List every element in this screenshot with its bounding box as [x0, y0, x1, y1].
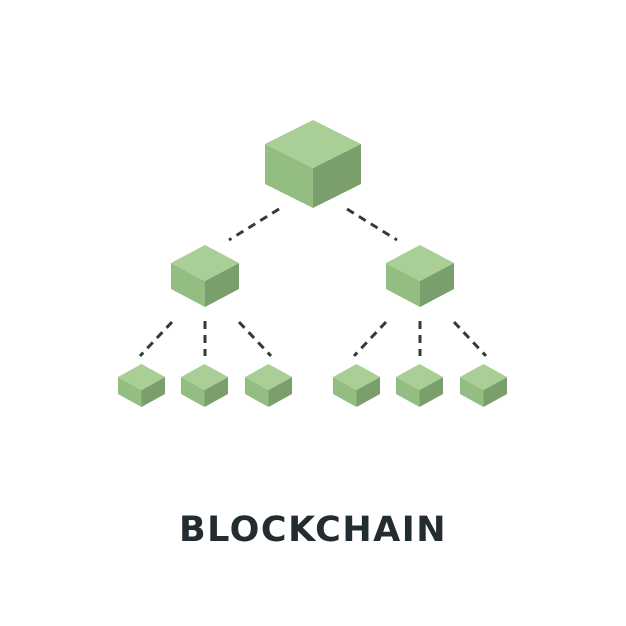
blockchain-title: BLOCKCHAIN [178, 510, 448, 550]
cube-front-face [171, 263, 205, 307]
cube-front-face [181, 377, 205, 407]
leaf-block-cube-1 [118, 364, 165, 407]
cube-top-face [245, 364, 292, 390]
cube-side-face [356, 377, 380, 407]
cube-side-face [205, 263, 239, 307]
cube-front-face [396, 377, 420, 407]
cube-side-face [268, 377, 292, 407]
cube-top-face [386, 245, 454, 281]
leaf-block-cube-6 [460, 364, 507, 407]
dashed-connector-6 [352, 320, 388, 358]
leaf-block-cube-5 [396, 364, 443, 407]
connector-lines [138, 207, 488, 358]
cube-side-face [313, 144, 361, 208]
cube-side-face [483, 377, 507, 407]
cube-side-face [204, 377, 228, 407]
cube-front-face [460, 377, 484, 407]
cube-top-face [396, 364, 443, 390]
cube-side-face [420, 263, 454, 307]
root-block-cube [265, 120, 361, 208]
cube-top-face [265, 120, 361, 168]
dashed-connector-8 [452, 320, 488, 358]
cube-side-face [141, 377, 165, 407]
cube-side-face [419, 377, 443, 407]
leaf-block-cube-4 [333, 364, 380, 407]
cube-front-face [245, 377, 269, 407]
block-cubes [118, 120, 507, 407]
cube-top-face [333, 364, 380, 390]
cube-front-face [386, 263, 420, 307]
dashed-connector-5 [237, 320, 273, 358]
dashed-connector-3 [138, 320, 174, 358]
leaf-block-cube-3 [245, 364, 292, 407]
cube-top-face [118, 364, 165, 390]
cube-front-face [118, 377, 142, 407]
dashed-connector-2 [346, 207, 398, 242]
cube-top-face [181, 364, 228, 390]
dashed-connector-1 [228, 207, 280, 242]
cube-front-face [265, 144, 313, 208]
right-branch-block-cube [386, 245, 454, 307]
cube-top-face [460, 364, 507, 390]
cube-front-face [333, 377, 357, 407]
cube-top-face [171, 245, 239, 281]
leaf-block-cube-2 [181, 364, 228, 407]
left-branch-block-cube [171, 245, 239, 307]
